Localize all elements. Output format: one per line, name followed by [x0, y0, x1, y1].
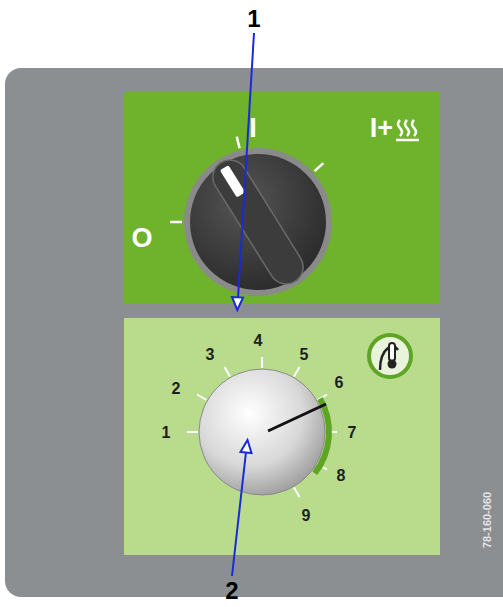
switch-panel — [124, 92, 440, 304]
dial-ticks — [187, 357, 337, 497]
dial-number: 1 — [162, 425, 171, 441]
dial-number: 3 — [206, 347, 215, 363]
dial-number: 7 — [348, 425, 357, 441]
heating-symbol — [396, 120, 419, 140]
callout-number: 2 — [225, 579, 238, 603]
tick — [197, 395, 207, 401]
switch-position: I+ — [370, 115, 393, 142]
tick — [237, 137, 240, 149]
switch-position: O — [131, 225, 152, 252]
figure-code: 78-160-060 — [482, 492, 493, 548]
tick — [261, 357, 263, 368]
tick — [294, 367, 300, 377]
dial-number: 2 — [172, 381, 181, 397]
tick — [294, 487, 300, 497]
leader-line — [232, 33, 254, 310]
callout-number: 1 — [247, 7, 260, 31]
dial-number: 8 — [337, 468, 346, 484]
dial-number: 6 — [335, 375, 344, 391]
temperature-knob — [199, 369, 326, 495]
leader-line — [232, 440, 252, 576]
dial-panel — [124, 318, 440, 555]
housing — [5, 68, 503, 597]
switch-position: I — [249, 115, 257, 142]
dial-number: 4 — [254, 333, 263, 349]
tick — [187, 431, 198, 433]
rotary-switch — [184, 148, 332, 296]
tick — [314, 163, 323, 171]
dial-number: 9 — [302, 508, 311, 524]
thermometer-icon — [369, 335, 411, 377]
tick — [225, 367, 231, 377]
dial-number: 5 — [300, 347, 309, 363]
tick — [170, 221, 182, 224]
